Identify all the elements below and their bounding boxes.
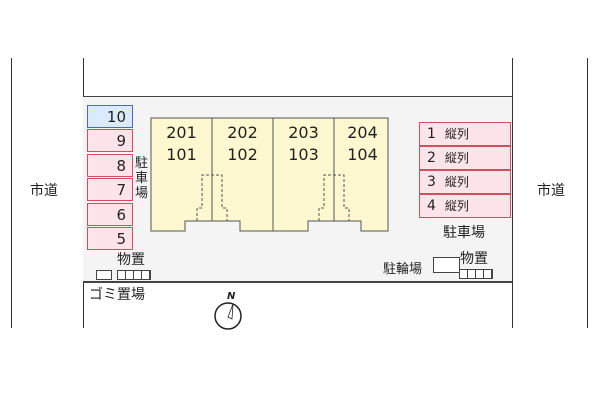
storage-box-left (117, 270, 151, 280)
slot-number: 2 (427, 150, 436, 166)
compass-icon (214, 302, 242, 330)
slot-number: 3 (427, 174, 436, 190)
garbage-label: ゴミ置場 (89, 287, 145, 303)
storage-label-right: 物置 (460, 251, 488, 267)
road-edge-right-inner (512, 58, 513, 328)
slot-type: 縦列 (444, 151, 469, 165)
road-label-right: 市道 (537, 183, 565, 199)
road-edge-right-outer (587, 58, 588, 328)
road-label-left: 市道 (30, 183, 58, 199)
slot-type: 縦列 (444, 127, 469, 141)
compass-north-label: N (227, 291, 236, 302)
parking-label-left: 駐車場 (135, 156, 149, 201)
parking-slot: 10 (87, 105, 133, 128)
slot-type: 縦列 (444, 175, 469, 189)
unit-lower: 104 (347, 145, 378, 164)
slot-number: 1 (427, 126, 436, 142)
parking-slot-right: 2 縦列 (419, 146, 511, 170)
parking-slot: 5 (87, 227, 133, 250)
bicycle-parking-box (433, 257, 460, 273)
parking-slot: 6 (87, 203, 133, 226)
unit-lower: 103 (288, 145, 319, 164)
slot-number: 4 (427, 198, 436, 214)
road-edge-left-outer (11, 58, 12, 328)
storage-box-right (459, 269, 493, 279)
unit-upper: 202 (227, 123, 258, 142)
unit-lower: 102 (227, 145, 258, 164)
parking-slot-right: 3 縦列 (419, 170, 511, 194)
unit-upper: 201 (166, 123, 197, 142)
slot-type: 縦列 (444, 199, 469, 213)
unit-lower: 101 (166, 145, 197, 164)
parking-slot-right: 4 縦列 (419, 194, 511, 218)
storage-label-left: 物置 (117, 252, 145, 268)
unit-upper: 204 (347, 123, 378, 142)
parking-slot: 8 (87, 154, 133, 177)
bicycle-parking-label: 駐輪場 (383, 262, 423, 277)
garbage-box (96, 270, 112, 280)
parking-slot-right: 1 縦列 (419, 122, 511, 146)
unit-upper: 203 (288, 123, 319, 142)
parking-label-right: 駐車場 (443, 225, 485, 241)
parking-slot: 7 (87, 178, 133, 201)
parking-slot: 9 (87, 129, 133, 152)
